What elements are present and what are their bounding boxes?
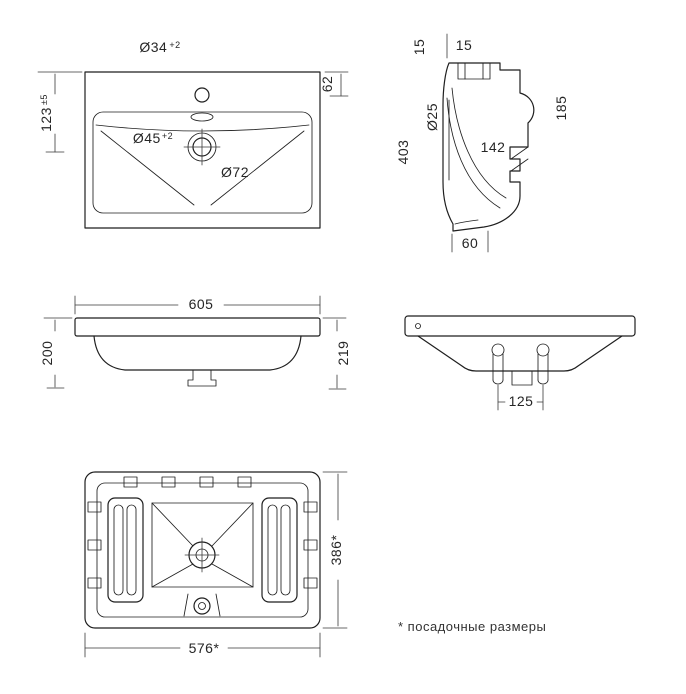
basin-rim-curve bbox=[95, 124, 310, 132]
center-notch bbox=[511, 370, 533, 386]
dim-overflow-dia: Ø45+2 bbox=[133, 130, 173, 146]
front-view: 605 200 219 bbox=[39, 295, 351, 390]
basin-slope-right bbox=[210, 130, 305, 206]
dim-deck-depth: 62 bbox=[319, 76, 335, 93]
clip bbox=[161, 476, 176, 488]
clip bbox=[199, 476, 214, 488]
faucet-hole bbox=[194, 87, 210, 103]
faucet-boss-right bbox=[482, 62, 491, 80]
dim-total-height-403: 403 bbox=[395, 140, 411, 165]
basin-slope-left bbox=[100, 130, 195, 206]
bracket-detail bbox=[510, 146, 529, 160]
faucet-boss-left bbox=[457, 62, 466, 80]
clip bbox=[237, 476, 252, 488]
bowl-outer-curve bbox=[446, 97, 501, 209]
dim-width-605: 605 bbox=[189, 296, 214, 312]
dim-hanger-spacing-125: 125 bbox=[509, 393, 534, 409]
overflow-fitting bbox=[193, 597, 211, 615]
dim-drain-dia: Ø72 bbox=[221, 164, 249, 180]
rear-bowl bbox=[417, 335, 623, 372]
pad-left bbox=[107, 497, 144, 603]
pad-right bbox=[261, 497, 298, 603]
front-deck bbox=[74, 317, 321, 337]
dim-back-height-185: 185 bbox=[553, 96, 569, 121]
rear-deck bbox=[404, 315, 636, 337]
section-outline bbox=[442, 62, 535, 232]
basin-rim-outline bbox=[92, 111, 313, 214]
foot-inner-line bbox=[454, 219, 479, 225]
dim-pipe-25: Ø25 bbox=[424, 103, 440, 131]
footnote-mounting-dims: * посадочные размеры bbox=[398, 619, 546, 634]
clip bbox=[303, 539, 318, 551]
front-bowl bbox=[93, 335, 302, 371]
dim-inner-width-142: 142 bbox=[481, 139, 506, 155]
clip bbox=[87, 501, 102, 513]
dim-foot-width-60: 60 bbox=[462, 235, 479, 251]
dim-top-left-15: 15 bbox=[411, 39, 427, 56]
deck-outline bbox=[84, 71, 321, 229]
plan-view: Ø34+2 62 123±5 Ø45+2 Ø72 bbox=[37, 39, 349, 229]
bottom-outline bbox=[84, 471, 321, 629]
hanger-slot-right bbox=[536, 343, 550, 357]
bottom-view: 386* 576* bbox=[84, 471, 348, 658]
dim-height-219: 219 bbox=[335, 341, 351, 366]
rear-view: 125 bbox=[404, 315, 636, 411]
overflow-slot bbox=[190, 112, 214, 122]
section-view: 15 15 185 Ø25 403 142 60 bbox=[395, 33, 569, 253]
dim-mount-width-576: 576* bbox=[189, 640, 220, 656]
dim-faucet-hole: Ø34+2 bbox=[139, 39, 180, 55]
bracket-detail bbox=[510, 158, 529, 172]
hanger-slot-left bbox=[491, 343, 505, 357]
clip bbox=[303, 577, 318, 589]
clip bbox=[303, 501, 318, 513]
clip bbox=[123, 476, 138, 488]
dim-top-right-15: 15 bbox=[456, 37, 473, 53]
dim-height-200: 200 bbox=[39, 341, 55, 366]
dim-mount-depth-386: 386* bbox=[328, 535, 344, 566]
bowl-inner-curve bbox=[451, 87, 507, 199]
drain-stub bbox=[187, 369, 217, 387]
dim-mount-offset: 123±5 bbox=[38, 94, 54, 132]
center-well bbox=[151, 502, 254, 588]
clip bbox=[87, 577, 102, 589]
clip bbox=[87, 539, 102, 551]
rear-hole bbox=[415, 323, 421, 329]
